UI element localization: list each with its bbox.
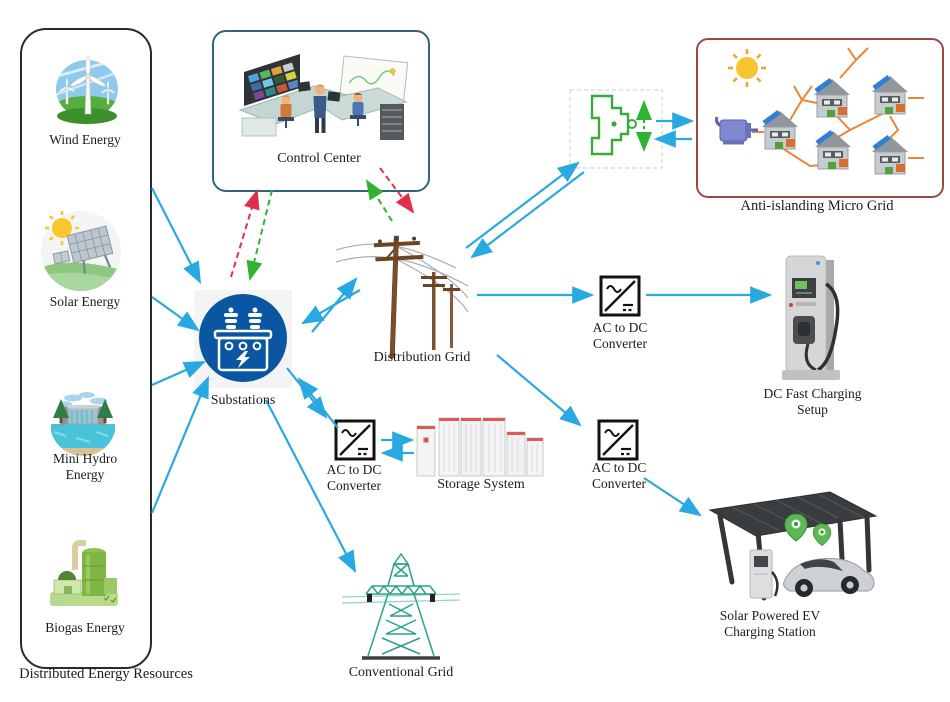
charging-pin-icon [812, 523, 832, 547]
biogas-energy-icon [50, 540, 118, 606]
storage-system-icon [416, 417, 544, 477]
wind-energy-label: Wind Energy [49, 132, 121, 147]
biogas-energy-label: Biogas Energy [45, 620, 125, 635]
transformer-glyph [224, 307, 262, 329]
conventional-grid-icon [342, 552, 460, 660]
arrow-distribution-to-relay [465, 161, 580, 249]
dc-fast-charging-label: DC Fast Charging Setup [763, 386, 862, 418]
house-icon [815, 131, 851, 169]
storage-system-label: Storage System [437, 477, 525, 492]
arrow-relay-to-distribution [470, 171, 585, 259]
ev-station-label: Solar Powered EV Charging Station [719, 608, 821, 640]
ev-charging-station-icon [708, 491, 878, 601]
ac-dc-converter2-icon [334, 419, 376, 461]
house-icon [872, 136, 908, 174]
arrow-control-to-substation-green [246, 189, 273, 281]
der-panel-title: Distributed Energy Resources [19, 666, 193, 682]
microgrid-network-lines [752, 47, 924, 168]
arrow-substation-to-control-red [230, 189, 260, 278]
converter2-label: AC to DC Converter [326, 462, 382, 494]
control-center-illustration [238, 54, 409, 140]
substations-label: Substations [210, 393, 276, 408]
battery-cabinets [416, 417, 544, 477]
sun-icon [728, 49, 766, 87]
control-center-label: Control Center [277, 151, 361, 166]
electric-car [783, 558, 875, 597]
converter3-label: AC to DC Converter [591, 460, 647, 492]
operator-sitting-left [278, 95, 294, 128]
distribution-grid-label: Distribution Grid [373, 350, 471, 365]
dc-fast-charger-icon [782, 255, 840, 380]
mini-hydro-energy-icon [50, 390, 116, 456]
motor-icon [715, 116, 758, 145]
substations-icon [194, 290, 292, 388]
ac-dc-converter3-icon [597, 419, 639, 461]
solar-energy-icon [41, 211, 121, 291]
converter1-label: AC to DC Converter [592, 320, 648, 352]
operator-sitting-right [350, 93, 366, 126]
operator-standing [313, 84, 327, 133]
mini-hydro-energy-label: Mini Hydro Energy [52, 451, 118, 483]
wind-energy-icon [56, 56, 118, 124]
micro-grid-label: Anti-islanding Micro Grid [740, 198, 894, 214]
house-icon [872, 76, 908, 114]
anti-islanding-relay-icon [569, 89, 663, 169]
server-rack [380, 104, 404, 140]
charging-pin-icon [784, 513, 808, 542]
arrow-solar-to-substation [151, 296, 200, 332]
micro-grid-illustration [715, 47, 924, 190]
conventional-grid-label: Conventional Grid [348, 665, 454, 680]
house-icon [814, 79, 850, 117]
sun-icon [45, 211, 79, 245]
arrow-wind-to-substation [151, 187, 202, 284]
ac-dc-converter1-icon [599, 275, 641, 317]
wall-screen [339, 55, 409, 102]
relay-device-outline [590, 94, 630, 156]
solar-energy-label: Solar Energy [49, 294, 121, 309]
distribution-grid-icon [336, 235, 468, 359]
